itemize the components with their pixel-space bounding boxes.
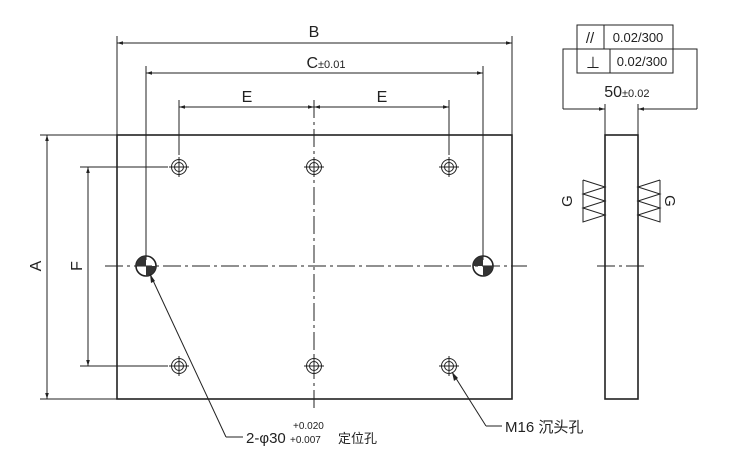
parallelism-value: 0.02/300 — [613, 30, 664, 45]
thickness-label: 50 — [604, 84, 622, 101]
dowel-hole-right — [472, 255, 494, 277]
thickness-tolerance: ±0.02 — [622, 88, 649, 100]
dimension-b: B — [116, 24, 513, 135]
m16-hole — [304, 157, 324, 177]
parallelism-frame: // 0.02/300 — [576, 24, 674, 50]
m16-hole — [169, 356, 189, 376]
weld-left-label: G — [559, 195, 576, 207]
dowel-tolerance-upper: +0.020 — [293, 421, 324, 432]
dimension-c-tolerance: ±0.01 — [318, 59, 345, 71]
perpendicularity-frame: ⊥ 0.02/300 — [576, 48, 674, 74]
plate-side-view — [604, 134, 639, 400]
dimension-c: C ±0.01 — [145, 55, 484, 260]
dimension-f: F — [69, 166, 168, 367]
weld-symbol-right: G — [636, 179, 678, 223]
dowel-size-label: 2-φ30 — [246, 430, 286, 447]
dimension-a: A — [28, 134, 117, 400]
dowel-tolerance-lower: +0.007 — [290, 435, 321, 446]
dowel-hole-left — [135, 255, 157, 277]
dowel-description: 定位孔 — [338, 431, 377, 446]
parallelism-symbol: // — [586, 30, 595, 47]
weld-symbol-left: G — [559, 179, 607, 223]
perpendicularity-symbol: ⊥ — [586, 55, 600, 72]
bolt-hole-label: M16 沉头孔 — [505, 419, 583, 436]
m16-hole — [439, 157, 459, 177]
dimension-b-label: B — [309, 24, 320, 41]
m16-holes — [169, 157, 459, 376]
m16-hole — [439, 356, 459, 376]
dowel-callout: 2-φ30 +0.020 +0.007 定位孔 — [149, 273, 377, 447]
dimension-c-label: C — [306, 55, 318, 72]
dimension-e-left-label: E — [242, 89, 253, 106]
perpendicularity-value: 0.02/300 — [617, 54, 668, 69]
dimension-e-right-label: E — [377, 89, 388, 106]
bolt-callout: M16 沉头孔 — [451, 371, 583, 436]
dimension-e: E E — [178, 89, 450, 155]
m16-hole — [304, 356, 324, 376]
weld-right-label: G — [661, 195, 678, 207]
m16-hole — [169, 157, 189, 177]
dimension-f-label: F — [69, 261, 86, 271]
dimension-a-label: A — [28, 260, 45, 271]
